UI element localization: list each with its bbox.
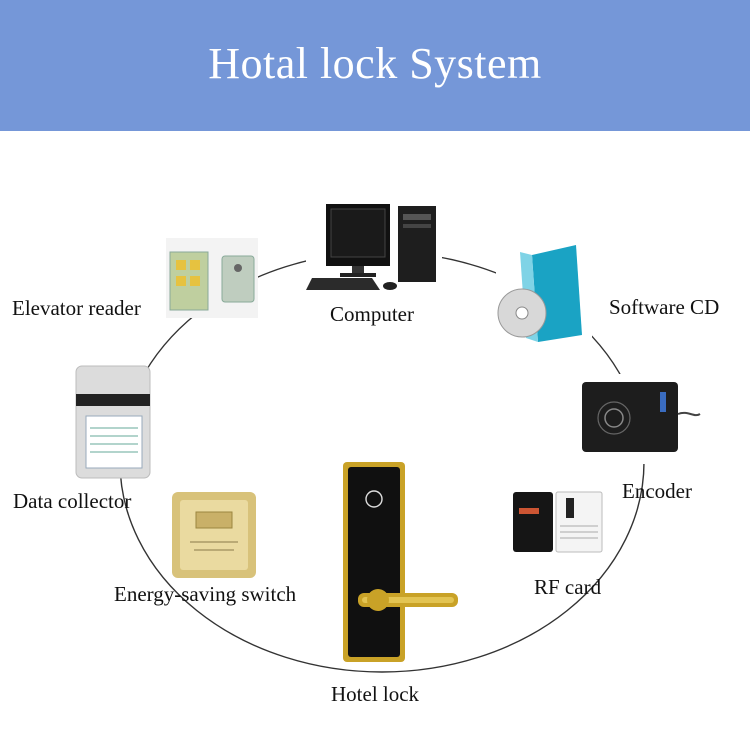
computer-label: Computer xyxy=(330,302,414,326)
software-cd-icon xyxy=(496,238,592,348)
hotel-lock-icon xyxy=(343,462,458,662)
computer-icon xyxy=(306,198,442,298)
elevator-reader-icon xyxy=(166,238,258,318)
hotel-lock-label: Hotel lock xyxy=(331,682,420,706)
data-collector-label: Data collector xyxy=(13,489,132,513)
data-collector-icon xyxy=(75,365,151,479)
title-banner xyxy=(0,0,750,131)
rf-card-icon xyxy=(510,490,610,554)
encoder-label: Encoder xyxy=(622,479,692,503)
elevator-reader-label: Elevator reader xyxy=(12,296,141,320)
energy-saving-switch-label: Energy-saving switch xyxy=(114,582,297,606)
encoder-icon xyxy=(573,374,701,464)
energy-saving-switch-icon xyxy=(172,492,256,578)
rf-card-label: RF card xyxy=(534,575,602,599)
software-cd-label: Software CD xyxy=(609,295,720,319)
page-title: Hotal lock System xyxy=(208,39,542,88)
